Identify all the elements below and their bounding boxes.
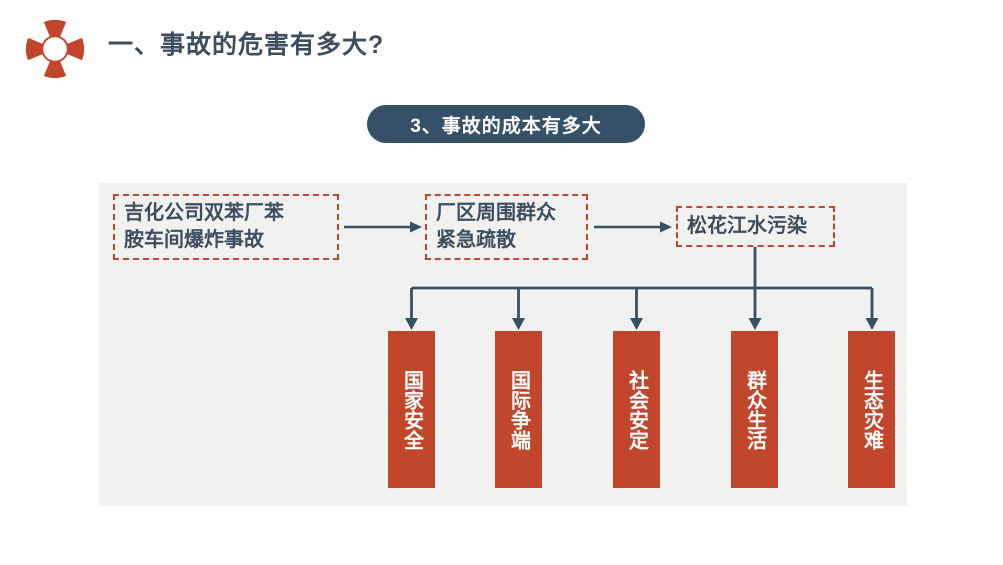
consequence-box-social-stability: 社会安定 bbox=[613, 331, 660, 488]
consequence-box-international-dispute: 国际争端 bbox=[495, 331, 542, 488]
section-subtitle-label: 3、事故的成本有多大 bbox=[410, 115, 602, 137]
lifebuoy-icon bbox=[25, 19, 85, 79]
consequence-label: 群众生活 bbox=[743, 369, 766, 450]
slide-header: 一、事故的危害有多大? bbox=[0, 0, 1003, 92]
consequence-label: 国家安全 bbox=[400, 369, 423, 450]
flow-arrow-2-icon bbox=[594, 221, 672, 233]
branch-connector-icon bbox=[405, 247, 879, 330]
flow-arrow-1-icon bbox=[344, 221, 422, 233]
section-subtitle-pill: 3、事故的成本有多大 bbox=[367, 105, 645, 143]
consequence-box-public-life: 群众生活 bbox=[731, 331, 778, 488]
consequence-label: 社会安定 bbox=[625, 369, 648, 450]
flow-box-evacuation: 厂区周围群众 紧急疏散 bbox=[425, 194, 588, 260]
flow-box-pollution: 松花江水污染 bbox=[676, 206, 835, 247]
flow-box-accident: 吉化公司双苯厂苯 胺车间爆炸事故 bbox=[113, 194, 339, 260]
page-title: 一、事故的危害有多大? bbox=[108, 31, 385, 59]
consequence-box-national-security: 国家安全 bbox=[388, 331, 435, 488]
consequence-box-ecological-disaster: 生态灾难 bbox=[848, 331, 895, 488]
flow-box-evacuation-label: 厂区周围群众 紧急疏散 bbox=[436, 202, 556, 251]
consequence-label: 生态灾难 bbox=[860, 369, 883, 450]
consequence-label: 国际争端 bbox=[507, 369, 530, 450]
flow-box-accident-label: 吉化公司双苯厂苯 胺车间爆炸事故 bbox=[124, 202, 284, 251]
flow-box-pollution-label: 松花江水污染 bbox=[687, 215, 807, 237]
